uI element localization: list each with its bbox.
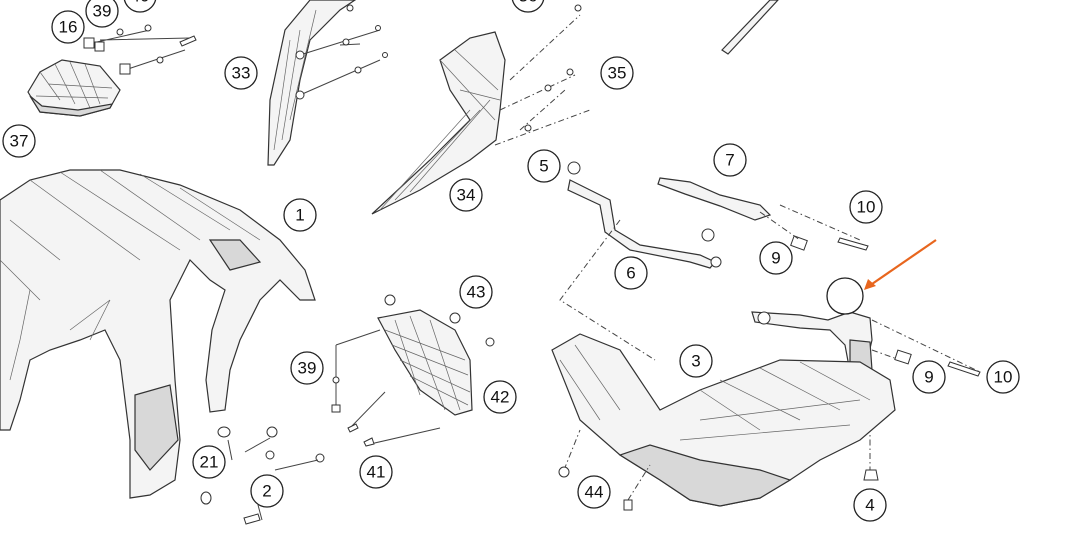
part-3-skid-plate <box>551 333 896 511</box>
callout-42: 42 <box>483 380 517 414</box>
callout-10-upper: 10 <box>849 190 883 224</box>
callout-16: 16 <box>51 10 85 44</box>
fastener-group-16-39-40 <box>83 24 197 75</box>
callout-9-upper: 9 <box>759 241 793 275</box>
highlight-arrow <box>864 239 937 290</box>
svg-text:9: 9 <box>771 249 780 268</box>
parts-21-2-small-hardware <box>200 426 325 525</box>
svg-text:6: 6 <box>626 264 635 283</box>
callout-33: 33 <box>224 56 258 90</box>
svg-text:9: 9 <box>924 368 933 387</box>
callout-5: 5 <box>527 149 561 183</box>
callout-3: 3 <box>679 344 713 378</box>
svg-text:1: 1 <box>295 206 304 225</box>
svg-text:7: 7 <box>725 151 734 170</box>
part-37-small-cover <box>27 59 121 117</box>
part-1-front-mudguard <box>0 169 316 499</box>
callout-41: 41 <box>359 455 393 489</box>
svg-text:37: 37 <box>10 132 29 151</box>
callout-6: 6 <box>614 256 648 290</box>
callout-1: 1 <box>283 198 317 232</box>
callout-2: 2 <box>250 474 284 508</box>
svg-text:10: 10 <box>857 198 876 217</box>
callout-39-middle: 39 <box>290 351 324 385</box>
svg-text:44: 44 <box>585 483 604 502</box>
svg-text:39: 39 <box>298 359 317 378</box>
svg-text:3: 3 <box>691 352 700 371</box>
svg-text:2: 2 <box>262 482 271 501</box>
svg-text:33: 33 <box>232 64 251 83</box>
callout-36: 36 <box>511 0 545 13</box>
callout-40: 40 <box>123 0 157 13</box>
svg-text:36: 36 <box>519 0 538 6</box>
mirror-stem <box>721 0 779 55</box>
callout-37: 37 <box>2 124 36 158</box>
part-42-splash-guard <box>331 294 495 447</box>
callout-4: 4 <box>853 488 887 522</box>
svg-text:10: 10 <box>994 368 1013 387</box>
svg-text:34: 34 <box>457 186 476 205</box>
callout-39-top: 39 <box>85 0 119 28</box>
callout-21: 21 <box>192 445 226 479</box>
svg-text:39: 39 <box>93 2 112 21</box>
callout-43: 43 <box>459 275 493 309</box>
svg-text:43: 43 <box>467 283 486 302</box>
svg-text:42: 42 <box>491 388 510 407</box>
callout-35: 35 <box>600 56 634 90</box>
svg-text:35: 35 <box>608 64 627 83</box>
part-33-side-panel <box>267 0 388 166</box>
svg-text:5: 5 <box>539 157 548 176</box>
callout-44: 44 <box>577 475 611 509</box>
callout-10-lower: 10 <box>986 360 1020 394</box>
callout-9-lower: 9 <box>912 360 946 394</box>
callout-7: 7 <box>713 143 747 177</box>
callout-labels: 16 39 40 33 36 35 37 1 34 5 7 10 6 9 8 4… <box>2 0 1020 522</box>
svg-text:16: 16 <box>59 18 78 37</box>
svg-text:40: 40 <box>131 0 150 6</box>
part-34-fairing-panel <box>371 4 591 215</box>
svg-text:41: 41 <box>367 463 386 482</box>
svg-text:21: 21 <box>200 453 219 472</box>
svg-text:4: 4 <box>865 496 874 515</box>
parts-5-6-7-bracket <box>559 161 869 361</box>
callout-8-highlighted: 8 <box>826 277 864 315</box>
callout-34: 34 <box>449 178 483 212</box>
